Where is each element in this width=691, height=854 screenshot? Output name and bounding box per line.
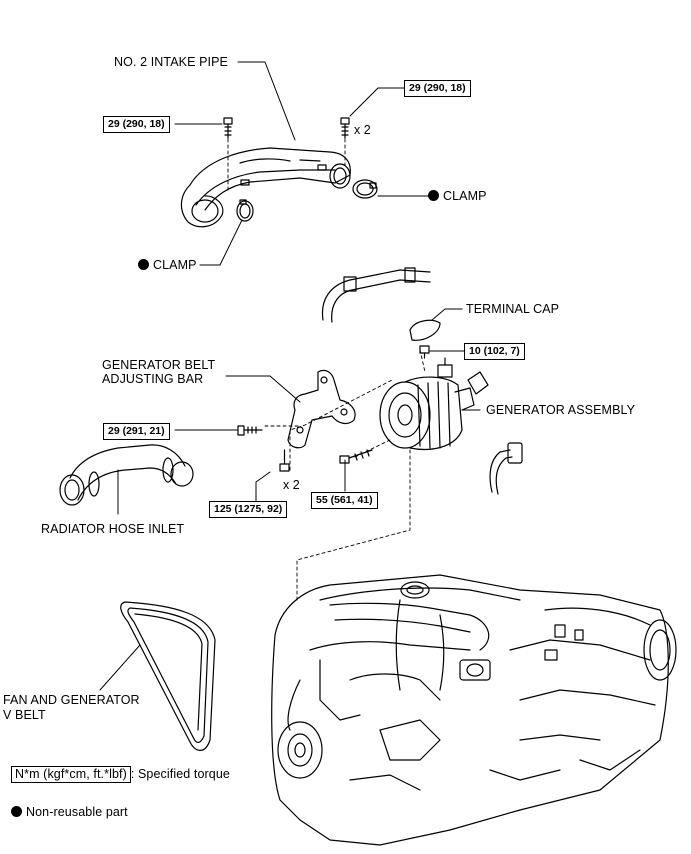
generator-drawing bbox=[379, 357, 489, 451]
clamp-left-text: CLAMP bbox=[153, 258, 197, 272]
torque-legend-desc: : Specified torque bbox=[130, 767, 230, 781]
non-reusable-dot-icon bbox=[428, 190, 439, 201]
radiator-hose-drawing bbox=[59, 444, 194, 506]
v-belt-label-line1: FAN AND GENERATOR bbox=[3, 693, 140, 707]
non-reusable-dot-icon bbox=[11, 806, 22, 817]
torque-intake-left: 29 (290, 18) bbox=[103, 116, 170, 133]
intake-pipe-label: NO. 2 INTAKE PIPE bbox=[114, 55, 228, 69]
intake-bolts bbox=[223, 117, 350, 139]
clamp-right-text: CLAMP bbox=[443, 189, 487, 203]
torque-legend: N*m (kgf*cm, ft.*lbf): Specified torque bbox=[11, 766, 230, 783]
bar-bolt-qty: x 2 bbox=[283, 478, 300, 492]
torque-generator-bolt: 55 (561, 41) bbox=[311, 492, 378, 509]
terminal-cap-label: TERMINAL CAP bbox=[466, 302, 560, 316]
adjusting-bar-drawing bbox=[287, 369, 356, 449]
alignment-lines bbox=[227, 132, 426, 601]
engine-drawing bbox=[271, 574, 677, 846]
intake-pipe-drawing bbox=[180, 147, 351, 228]
torque-adjusting-bar: 29 (291, 21) bbox=[103, 423, 170, 440]
radiator-hose-label: RADIATOR HOSE INLET bbox=[41, 522, 185, 536]
wiring-connector-drawing bbox=[489, 442, 523, 495]
clamp-drawings bbox=[236, 179, 378, 222]
v-belt-drawing bbox=[120, 601, 216, 751]
v-belt-label-line2: V BELT bbox=[3, 708, 46, 722]
clamp-right-label: CLAMP bbox=[428, 189, 487, 204]
non-reusable-dot-icon bbox=[138, 259, 149, 270]
hose-drawing bbox=[321, 267, 431, 323]
adjusting-bar-label-line2: ADJUSTING BAR bbox=[102, 372, 204, 386]
non-reusable-legend-text: Non-reusable part bbox=[26, 805, 128, 819]
torque-terminal: 10 (102, 7) bbox=[464, 343, 525, 360]
torque-intake-right: 29 (290, 18) bbox=[404, 80, 471, 97]
torque-bar-bolt: 125 (1275, 92) bbox=[209, 501, 288, 518]
clamp-left-label: CLAMP bbox=[138, 258, 197, 273]
generator-assembly-label: GENERATOR ASSEMBLY bbox=[486, 403, 636, 417]
leader-lines bbox=[99, 61, 481, 691]
terminal-parts bbox=[409, 319, 441, 359]
torque-legend-unit: N*m (kgf*cm, ft.*lbf) bbox=[11, 766, 131, 783]
bar-bolts bbox=[237, 425, 373, 472]
adjusting-bar-label-line1: GENERATOR BELT bbox=[102, 358, 216, 372]
non-reusable-legend: Non-reusable part bbox=[11, 805, 128, 820]
intake-bolt-qty: x 2 bbox=[354, 123, 371, 137]
